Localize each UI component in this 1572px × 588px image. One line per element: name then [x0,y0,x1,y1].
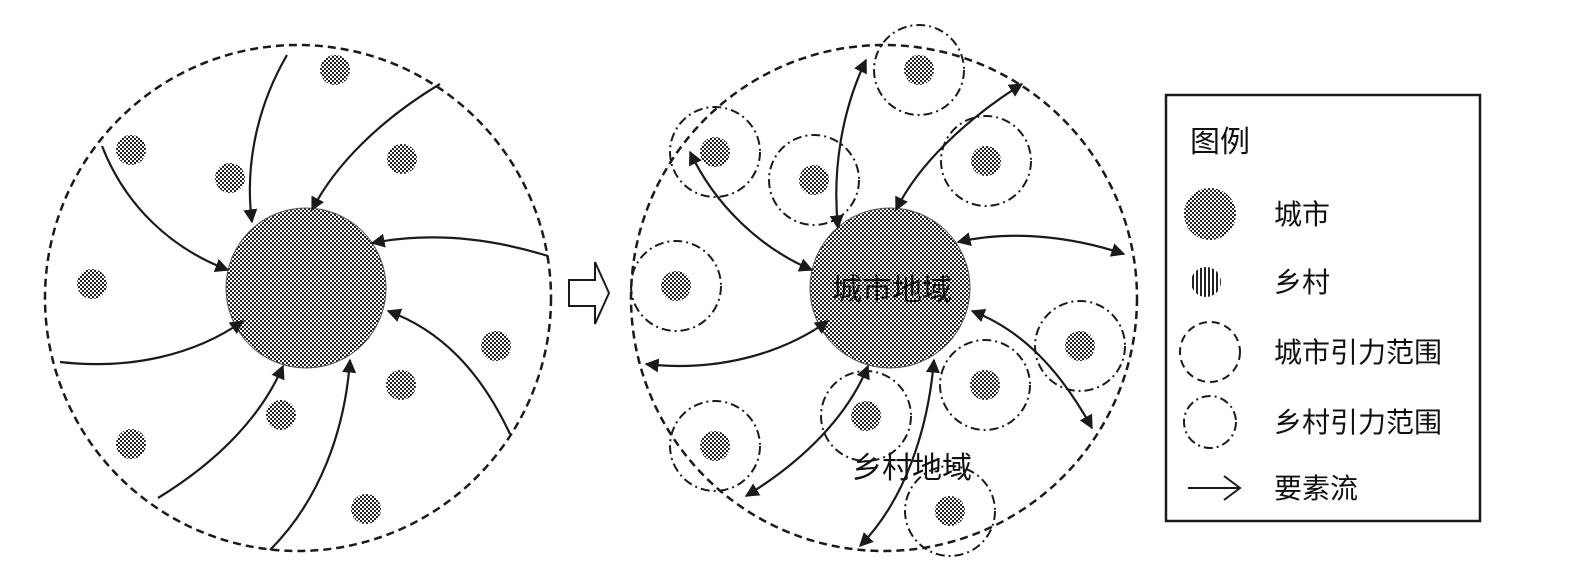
two-way-flow-arrow [970,308,1093,430]
factor-flow-arrow [100,145,230,273]
legend-city-label: 城市 [1274,198,1330,231]
village [700,431,730,461]
two-way-flow-arrow [689,150,814,272]
legend-flow-label: 要素流 [1274,472,1358,505]
legend-city-symbol [1184,188,1236,240]
legend-city-range-symbol [1179,321,1241,383]
village [970,370,1000,400]
right-panel: 城市地域 乡村地域 [629,24,1139,557]
city-attraction-range-right [629,43,1139,553]
two-way-flow-arrow [829,58,867,230]
legend-flow-arrow-icon [1188,475,1242,501]
city-attraction-range-left [43,43,553,553]
factor-flow-arrow [243,54,288,224]
village [935,496,965,526]
legend-village-symbol [1191,267,1221,297]
village [799,165,829,195]
city-core-left [225,207,387,369]
factor-flow-arrow [59,320,245,366]
villages-left [77,55,511,524]
two-way-flow-arrow [744,364,870,497]
rural-region-label: 乡村地域 [852,451,972,486]
village [116,135,146,165]
flows-left [59,54,549,551]
two-way-flow-arrow [644,320,830,373]
factor-flow-arrow [386,308,511,435]
village [661,271,691,301]
factor-flow-arrow [311,83,441,212]
village [116,429,146,459]
transition-arrow [568,261,611,325]
village [320,55,350,85]
village [481,331,511,361]
legend-village-range-label: 乡村引力范围 [1274,406,1442,439]
village [700,137,730,167]
village [904,55,934,85]
legend-village-label: 乡村 [1274,266,1330,299]
two-way-flow-arrow [956,232,1126,257]
village [1065,331,1095,361]
village [386,370,416,400]
legend: 图例 城市 乡村 城市引力范围 乡村引力范围 要素流 [1164,93,1482,523]
village [351,494,381,524]
factor-flow-arrow [269,358,357,551]
village [851,401,881,431]
left-panel [43,43,553,553]
factor-flow-arrow [157,364,285,499]
village [266,400,296,430]
legend-village-range-symbol [1183,395,1237,449]
legend-title: 图例 [1190,125,1250,160]
village [387,144,417,174]
factor-flow-arrow [370,233,549,258]
two-way-flow-arrow [859,358,940,548]
urban-region-label: 城市地域 [832,273,952,308]
village [971,146,1001,176]
flows-right [644,58,1126,548]
village [77,269,107,299]
village [215,163,245,193]
legend-city-range-label: 城市引力范围 [1274,336,1442,369]
legend-box [1164,93,1482,523]
two-way-flow-arrow [895,83,1024,212]
